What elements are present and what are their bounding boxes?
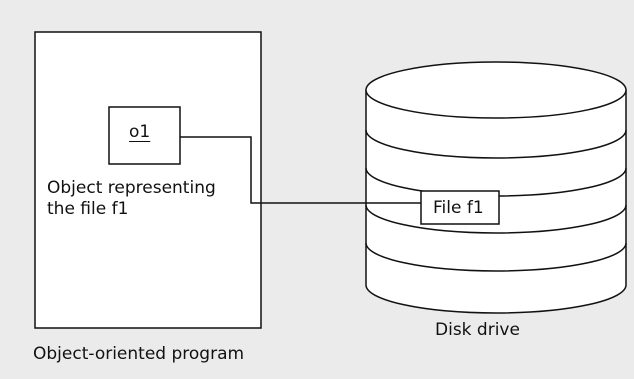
object-id-label: o1 <box>129 122 151 142</box>
object-description-line2: the file f1 <box>47 199 129 219</box>
file-box <box>420 190 500 225</box>
file-label: File f1 <box>433 198 484 218</box>
program-box <box>34 31 262 329</box>
disk-cylinder <box>365 61 627 314</box>
disk-drive-label: Disk drive <box>435 320 520 340</box>
reference-connector <box>180 136 421 204</box>
object-description-line1: Object representing <box>47 178 216 198</box>
program-label: Object-oriented program <box>33 344 245 364</box>
object-box <box>108 106 181 165</box>
